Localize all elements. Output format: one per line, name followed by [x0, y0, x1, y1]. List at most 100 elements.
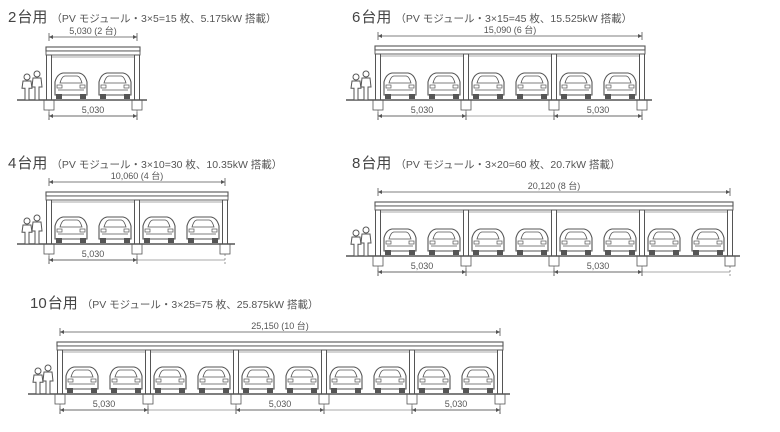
car-icon — [461, 366, 495, 393]
car-headlight — [79, 84, 86, 89]
car-headlight — [354, 378, 361, 383]
car-windshield — [388, 231, 412, 240]
car-headlight — [540, 84, 547, 89]
person-icon — [31, 70, 43, 101]
overall-width-dimension: 10,060 (4 台) — [48, 170, 226, 186]
car-headlight — [429, 240, 436, 245]
car-windshield — [246, 369, 270, 378]
car-windshield — [388, 75, 412, 84]
car-headlight — [134, 378, 141, 383]
car-icon — [427, 72, 461, 99]
car-headlight — [408, 240, 415, 245]
car-headlight — [496, 240, 503, 245]
car-headlight — [310, 378, 317, 383]
carport-drawing: 10,060 (4 台) 5,030 — [17, 170, 235, 264]
dimension-label: 5,030 — [445, 399, 468, 409]
post-foundation — [142, 393, 154, 405]
dimension-arrow — [60, 330, 64, 334]
car-count-unit: 台用 — [17, 155, 48, 172]
car-headlight — [167, 228, 174, 233]
car-icon — [559, 72, 593, 99]
car-icon — [417, 366, 451, 393]
bay-width-dimension: 5,030 — [59, 399, 149, 414]
car-wheel — [517, 250, 523, 255]
car-headlight — [123, 228, 130, 233]
dimension-label: 5,030 — [93, 399, 116, 409]
person-head — [352, 229, 360, 237]
car-headlight — [628, 240, 635, 245]
car-headlight — [385, 240, 392, 245]
car-icon — [241, 366, 275, 393]
car-headlight — [716, 240, 723, 245]
car-windshield — [696, 231, 720, 240]
car-windshield — [158, 369, 182, 378]
car-icon — [647, 228, 681, 255]
person-body — [31, 77, 43, 101]
car-wheel — [91, 388, 97, 393]
car-wheel — [629, 94, 635, 99]
car-windshield — [476, 75, 500, 84]
car-headlight — [67, 378, 74, 383]
car-wheel — [355, 388, 361, 393]
car-headlight — [178, 378, 185, 383]
car-count-unit: 台用 — [361, 9, 392, 26]
car-headlight — [442, 378, 449, 383]
support-post — [321, 349, 327, 395]
car-count: 2 — [8, 9, 17, 26]
car-wheel — [473, 94, 479, 99]
roof-beam — [374, 49, 646, 55]
car-headlight — [90, 378, 97, 383]
overall-width-dimension: 15,090 (6 台) — [377, 24, 643, 40]
car-wheel — [429, 94, 435, 99]
car-wheel — [135, 388, 141, 393]
car-icon — [515, 228, 549, 255]
car-wheel — [111, 388, 117, 393]
car-headlight — [144, 228, 151, 233]
car-icon — [54, 72, 88, 99]
car-wheel — [243, 388, 249, 393]
car-wheel — [561, 250, 567, 255]
car-wheel — [385, 94, 391, 99]
car-headlight — [463, 378, 470, 383]
car-wheel — [605, 94, 611, 99]
car-headlight — [605, 240, 612, 245]
car-headlight — [693, 240, 700, 245]
dimension-arrow — [378, 34, 382, 38]
dimension-label: 5,030 (2 台) — [69, 25, 117, 36]
car-windshield — [114, 369, 138, 378]
car-wheel — [429, 250, 435, 255]
car-headlight — [100, 84, 107, 89]
panel-title-4-cars: 4台用（PV モジュール・3×10=30 枚、10.35kW 搭載） — [8, 152, 282, 173]
car-icon — [559, 228, 593, 255]
car-headlight — [243, 378, 250, 383]
dimension-label: 5,030 — [82, 249, 105, 259]
car-wheel — [287, 388, 293, 393]
person-icon — [42, 364, 54, 395]
dimension-label: 20,120 (8 台) — [528, 180, 581, 191]
dimension-label: 5,030 — [82, 105, 105, 115]
car-wheel — [717, 250, 723, 255]
person-icon — [32, 367, 44, 395]
car-windshield — [59, 219, 83, 228]
car-count: 4 — [8, 155, 17, 172]
car-wheel — [100, 238, 106, 243]
dimension-arrow — [221, 180, 225, 184]
car-windshield — [422, 369, 446, 378]
car-icon — [65, 366, 99, 393]
car-count-unit: 台用 — [47, 295, 78, 312]
car-icon — [98, 216, 132, 243]
car-headlight — [266, 378, 273, 383]
car-icon — [109, 366, 143, 393]
person-head — [362, 226, 370, 234]
car-icon — [471, 72, 505, 99]
car-headlight — [375, 378, 382, 383]
car-count-unit: 台用 — [361, 155, 392, 172]
car-headlight — [649, 240, 656, 245]
car-headlight — [79, 228, 86, 233]
car-wheel — [311, 388, 317, 393]
car-wheel — [399, 388, 405, 393]
panel-title-6-cars: 6台用（PV モジュール・3×15=45 枚、15.525kW 搭載） — [352, 6, 632, 27]
dimension-label: 5,030 — [587, 105, 610, 115]
